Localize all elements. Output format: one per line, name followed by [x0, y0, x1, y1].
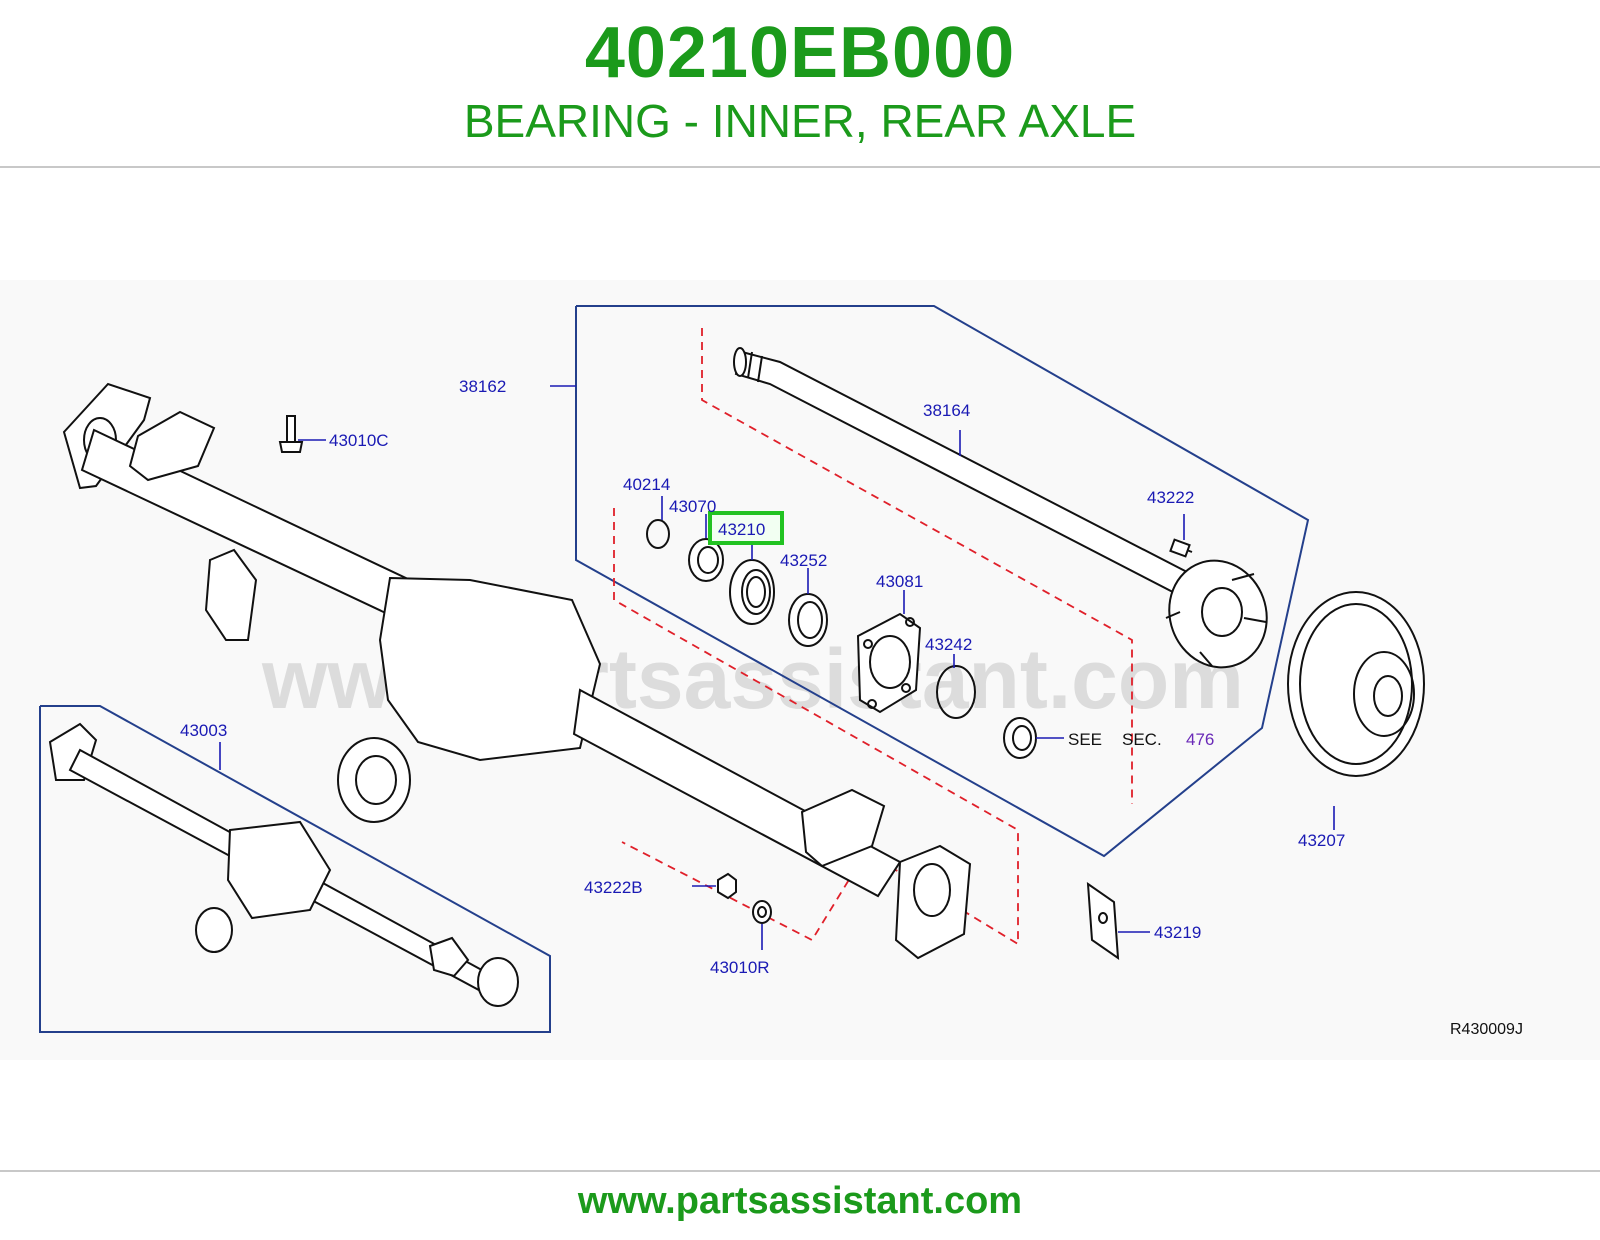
callout-38164[interactable]: 38164 — [923, 401, 970, 420]
nut — [717, 872, 737, 900]
callout-43207[interactable]: 43207 — [1298, 831, 1345, 850]
wheel-stud — [1169, 538, 1191, 558]
washer — [752, 900, 772, 924]
callout-43222[interactable]: 43222 — [1147, 488, 1194, 507]
callout-43010r[interactable]: 43010R — [710, 958, 770, 977]
bearing-collar — [688, 538, 724, 582]
highlight-box-43210 — [708, 511, 784, 545]
footer-divider — [0, 1170, 1600, 1172]
sensor-rotor — [1003, 717, 1037, 759]
dashed-bearing-group — [613, 508, 1019, 946]
section-476-link[interactable]: 476 — [1186, 730, 1214, 749]
callout-43222b[interactable]: 43222B — [584, 878, 643, 897]
footer-website-link[interactable]: www.partsassistant.com — [577, 1180, 1023, 1222]
inner-bearing-43210 — [729, 559, 775, 625]
callout-43003[interactable]: 43003 — [180, 721, 227, 740]
callout-43242[interactable]: 43242 — [925, 635, 972, 654]
oil-seal — [788, 593, 828, 647]
part-description: BEARING - INNER, REAR AXLE — [463, 95, 1137, 147]
see-label: SEE — [1068, 730, 1102, 749]
assembly-inset-frame — [39, 705, 551, 1033]
bearing-retainer-plate — [856, 612, 922, 714]
header-divider — [0, 166, 1600, 168]
callout-43219[interactable]: 43219 — [1154, 923, 1201, 942]
gasket — [936, 665, 976, 719]
axle-assembly-inset — [48, 722, 519, 1007]
brake-disc-rotor — [1287, 591, 1425, 777]
diagram-reference-code: R430009J — [1450, 1021, 1523, 1038]
callout-43081[interactable]: 43081 — [876, 572, 923, 591]
rear-axle-housing — [62, 382, 972, 960]
callout-38162[interactable]: 38162 — [459, 377, 506, 396]
callout-40214[interactable]: 40214 — [623, 475, 670, 494]
callout-43010c[interactable]: 43010C — [329, 431, 389, 450]
snap-ring — [646, 519, 670, 549]
shim-plate — [1086, 881, 1120, 961]
sec-label: SEC. — [1122, 730, 1162, 749]
axle-shaft — [733, 347, 1268, 669]
callout-43210[interactable]: 43210 — [718, 520, 765, 539]
bolt-43010c — [278, 415, 304, 453]
dashed-shaft-group — [701, 328, 1133, 804]
callout-43252[interactable]: 43252 — [780, 551, 827, 570]
axle-kit-frame — [575, 305, 1310, 858]
part-number-title: 40210EB000 — [584, 13, 1016, 93]
callout-43070[interactable]: 43070 — [669, 497, 716, 516]
